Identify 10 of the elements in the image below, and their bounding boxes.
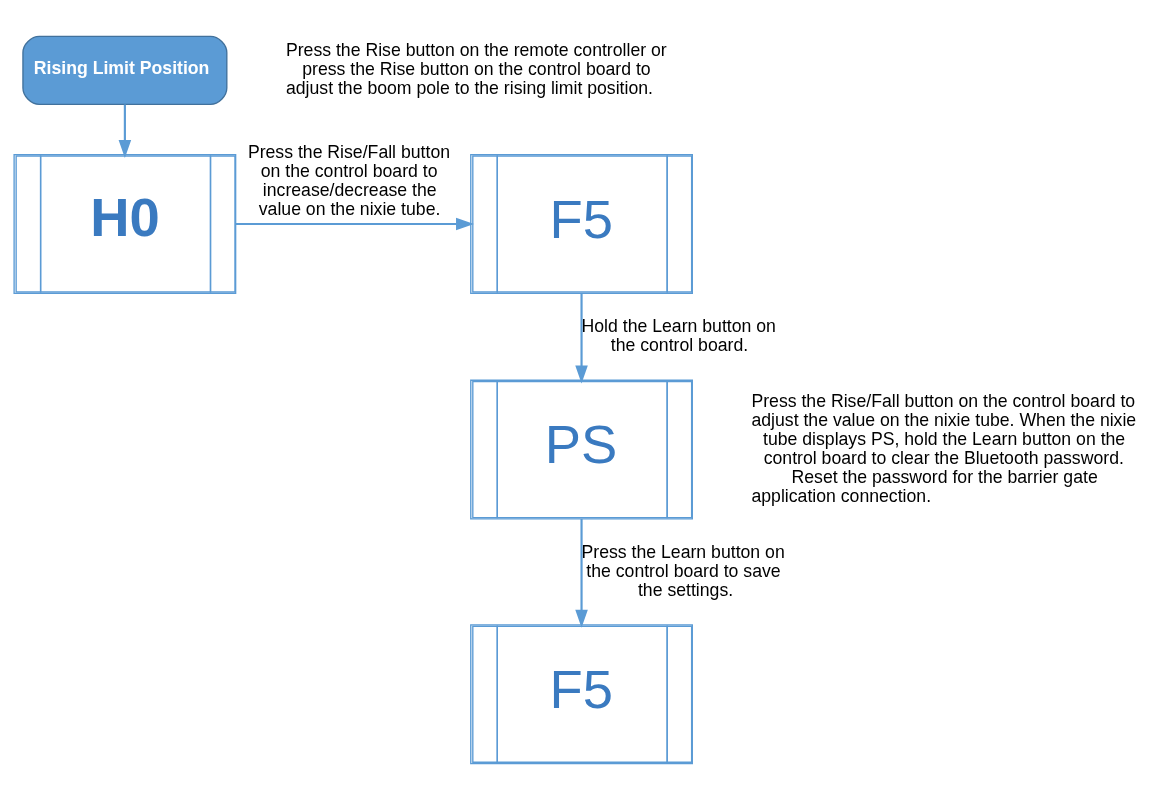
node-label: Press the Rise/Fall button on the control board to adjust the value on the nixie tube. When the nixie tube displays PS, hold the Learn button on the control board to clear the Bluetooth password. Reset the password for the barrier gate application connection. xyxy=(751,390,1137,506)
edge-label: Press the Learn button on the control board to save the settings. xyxy=(581,541,785,600)
arrow xyxy=(118,104,132,158)
node-label: Press the Rise button on the remote controller or press the Rise button on the control board to adjust the boom pole to the rising limit position. xyxy=(285,40,667,99)
arrow xyxy=(575,519,588,628)
edge-label: Hold the Learn button on the control board. xyxy=(581,315,776,355)
arrow xyxy=(236,217,474,231)
edge-label: Press the Rise/Fall button on the control board to increase/decrease the value on the nixie tube. xyxy=(247,141,451,220)
node-box: Rising Limit Position xyxy=(22,35,228,106)
arrow xyxy=(575,293,588,384)
